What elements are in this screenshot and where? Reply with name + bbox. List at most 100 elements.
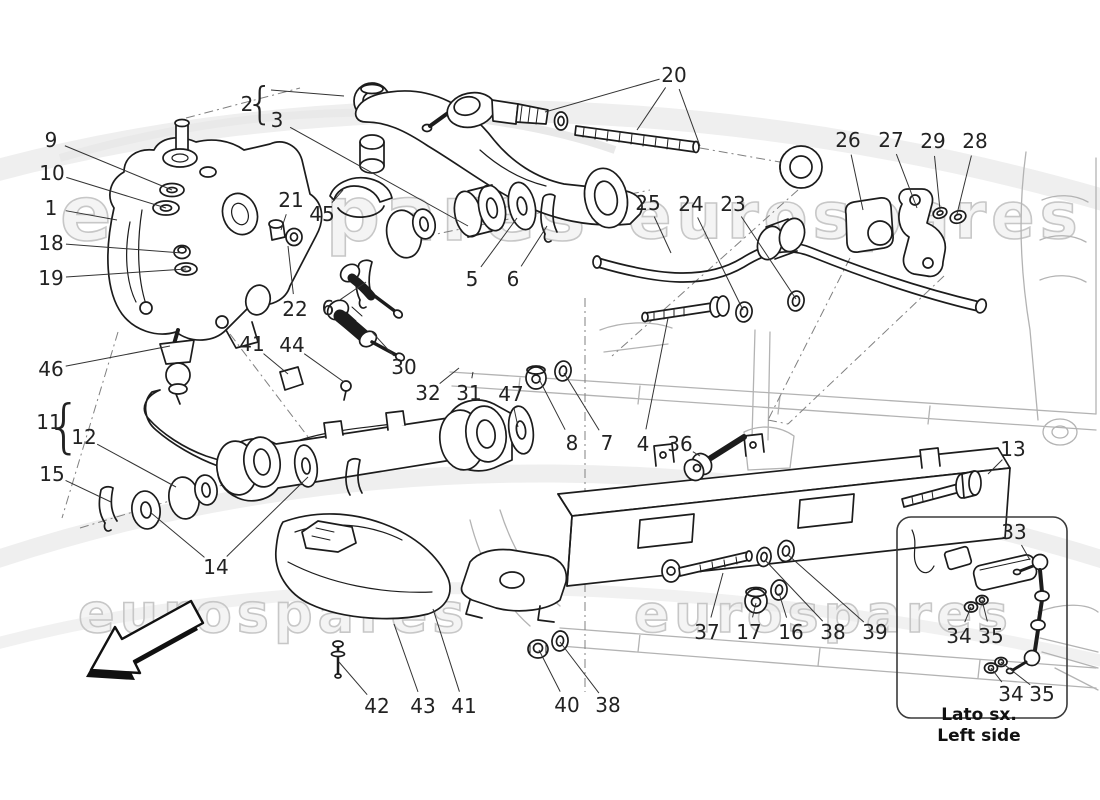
- leader-line-35: [1000, 661, 1031, 686]
- leader-line-28: [956, 155, 972, 215]
- callout-39: 39: [862, 620, 887, 644]
- leader-line-12: [96, 443, 177, 488]
- sensor-link-rod: [1005, 553, 1050, 675]
- leader-line-39: [786, 553, 865, 623]
- callout-30: 30: [391, 355, 416, 379]
- leader-line-14: [149, 511, 205, 558]
- lower-control-arm: [143, 389, 535, 502]
- callout-5: 5: [466, 267, 479, 291]
- callout-25: 25: [635, 191, 660, 215]
- callout-34: 34: [998, 682, 1023, 706]
- callout-36: 36: [667, 432, 692, 456]
- leader-line-27: [895, 153, 918, 209]
- leader-line-23: [740, 216, 797, 300]
- leader-line-5: [480, 217, 518, 268]
- callout-42: 42: [364, 694, 389, 718]
- watermark-row: eurospares eurospares eurospares eurospa…: [59, 168, 1078, 646]
- bar-clamp-and-bracket: [844, 188, 967, 278]
- leader-line-10: [66, 176, 167, 209]
- leader-line-26: [850, 154, 864, 211]
- leader-line-16: [778, 592, 788, 618]
- left-side-inset: [896, 516, 1068, 719]
- leader-line-41: [432, 608, 460, 692]
- group-brace: {: [46, 392, 83, 460]
- leader-line-45: [331, 189, 344, 204]
- leader-line-14: [226, 476, 309, 557]
- leader-line-9: [64, 145, 173, 191]
- leader-line-40: [538, 649, 561, 692]
- leader-line-17: [752, 602, 757, 618]
- leader-line-18: [65, 243, 183, 254]
- direction-arrow: [86, 599, 205, 680]
- callout-1: 1: [45, 196, 58, 220]
- leader-lines: [64, 78, 1031, 695]
- leader-line-33: [1021, 544, 1031, 561]
- leader-line-30: [371, 331, 395, 357]
- callout-37: 37: [694, 620, 719, 644]
- callout-35: 35: [978, 624, 1003, 648]
- callout-31: 31: [456, 381, 481, 405]
- leader-line-2: [270, 89, 345, 97]
- callout-9: 9: [45, 128, 58, 152]
- leader-line-46: [65, 345, 171, 367]
- leader-line-43: [393, 623, 419, 693]
- heat-shield: [275, 366, 451, 679]
- callout-14: 14: [203, 555, 228, 579]
- leader-line-34: [990, 667, 1003, 683]
- callout-8: 8: [566, 431, 579, 455]
- callout-45: 45: [309, 202, 334, 226]
- leader-line-13: [987, 459, 1003, 475]
- callout-21: 21: [278, 188, 303, 212]
- leader-line-35: [981, 599, 988, 622]
- inset-caption-english: Left side: [937, 726, 1020, 746]
- leader-line-24: [697, 217, 744, 311]
- leader-line-1: [65, 210, 118, 221]
- drop-links: [326, 263, 406, 362]
- inset-caption-italian: Lato sx.: [941, 705, 1017, 725]
- callout-26: 26: [835, 128, 860, 152]
- callout-16: 16: [778, 620, 803, 644]
- lower-ball-joint: [159, 328, 195, 405]
- leader-line-15: [65, 479, 112, 503]
- callout-28: 28: [962, 129, 987, 153]
- toe-link-tie-rod: [421, 91, 700, 154]
- toe-link-eye-bushing: [779, 145, 823, 189]
- leader-line-21: [280, 214, 287, 231]
- leader-line-37: [710, 572, 724, 618]
- leader-line-32: [439, 367, 460, 384]
- callout-19: 19: [38, 266, 63, 290]
- leader-line-25: [653, 216, 672, 254]
- leader-line-42: [338, 661, 368, 695]
- leader-line-31: [471, 371, 474, 379]
- callout-27: 27: [878, 128, 903, 152]
- leader-line-20: [544, 78, 660, 113]
- callout-47: 47: [498, 382, 523, 406]
- callout-38: 38: [595, 693, 620, 717]
- callout-35: 35: [1029, 682, 1054, 706]
- callout-3: 3: [271, 108, 284, 132]
- callout-38: 38: [820, 620, 845, 644]
- subframe-crossmember: [460, 433, 1011, 623]
- callout-23: 23: [720, 192, 745, 216]
- leader-line-4: [645, 317, 669, 430]
- callout-6: 6: [507, 267, 520, 291]
- callout-43: 43: [410, 694, 435, 718]
- leader-line-8: [538, 378, 566, 430]
- callout-40: 40: [554, 693, 579, 717]
- leader-line-6: [340, 281, 367, 300]
- callout-7: 7: [601, 431, 614, 455]
- callout-2: 2: [241, 92, 254, 116]
- leader-line-38: [764, 559, 824, 622]
- callout-6: 6: [322, 296, 335, 320]
- watermark-text: eurospares: [634, 585, 1013, 645]
- callout-32: 32: [415, 381, 440, 405]
- leader-line-7: [563, 372, 600, 431]
- leader-line-19: [65, 268, 187, 278]
- leader-line-20: [678, 88, 701, 147]
- callout-12: 12: [71, 425, 96, 449]
- callout-13: 13: [1000, 437, 1025, 461]
- leader-line-34: [964, 606, 972, 623]
- callout-15: 15: [39, 462, 64, 486]
